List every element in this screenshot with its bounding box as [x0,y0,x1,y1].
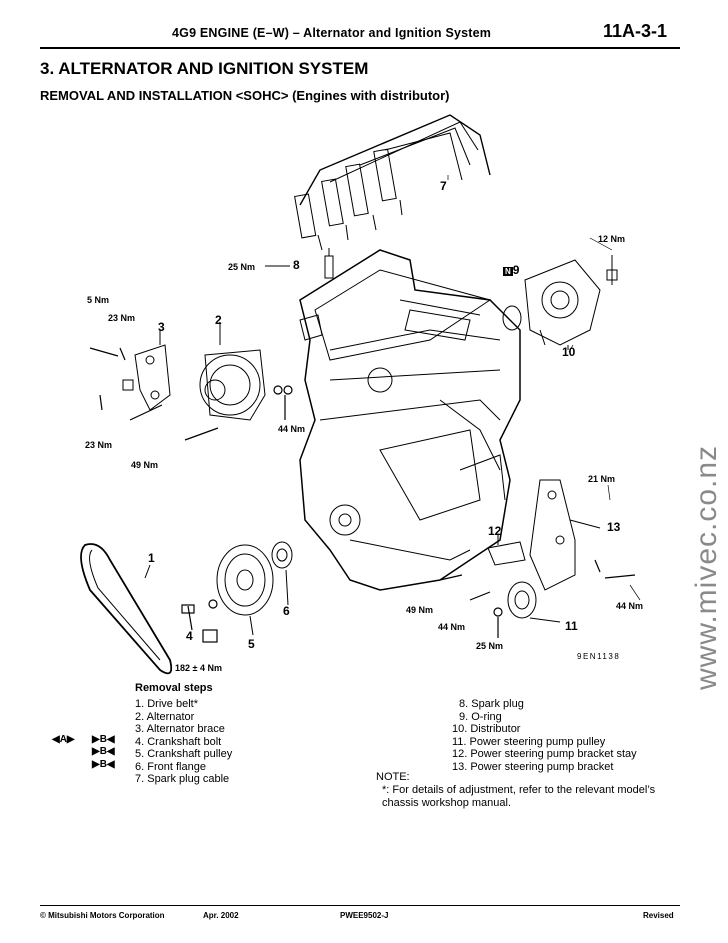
engine-block-drawing [299,249,521,591]
page-number: 11A-3-1 [603,21,668,41]
step-item: 6. Front flange [135,760,206,773]
subtitle: REMOVAL AND INSTALLATION <SOHC> (Engines… [40,88,450,103]
service-marker-b: ▶B◀ [92,759,115,770]
torque-label: 49 Nm [131,460,159,470]
alternator-drawing [199,322,266,421]
bolts-drawing [89,347,636,643]
removal-steps-right: 8. Spark plug 9. O-ring 10. Distributor … [452,698,637,773]
spark-plug-cable-drawing [294,114,491,251]
torque-label: 25 Nm [476,641,504,651]
step-item: 10. Distributor [452,723,521,735]
callout-number: 8 [293,258,300,272]
note-label: NOTE: [376,771,410,783]
section-title: 3. ALTERNATOR AND IGNITION SYSTEM [40,59,369,78]
torque-label: 25 Nm [228,262,256,272]
torque-label: 23 Nm [108,313,136,323]
callout-number: 5 [248,637,255,651]
spark-plug-drawing [265,248,334,279]
drive-belt-drawing [80,543,173,675]
torque-label: 21 Nm [588,474,616,484]
service-marker-b: ▶B◀ [92,734,115,745]
torque-label: 49 Nm [406,605,434,615]
callout-number: 1 [148,551,155,565]
ps-bracket-drawing [487,479,601,623]
callout-number: 13 [607,520,621,534]
torque-label: 44 Nm [278,424,306,434]
step-item: 2. Alternator [135,710,195,723]
step-item: 13. Power steering pump bracket [452,760,614,773]
callout-number: 10 [562,345,576,359]
torque-label: 44 Nm [616,601,644,611]
footer-doc-code: PWEE9502-J [340,911,389,920]
torque-label: 5 Nm [87,295,110,305]
step-item: 1. Drive belt* [135,698,198,710]
service-marker-a: ◀A▶ [52,734,75,745]
footer-status: Revised [643,911,674,920]
step-item: 9. O-ring [459,710,502,723]
service-marker-b: ▶B◀ [92,746,115,757]
callout-number: 4 [186,629,193,643]
callout-number: 12 [488,524,502,538]
header-title: 4G9 ENGINE (E–W) – Alternator and Igniti… [172,26,492,40]
torque-label: 12 Nm [598,234,626,244]
note-text: *: For details of adjustment, refer to t… [382,784,656,809]
leader-lines-drawing [447,175,641,601]
torque-label: 44 Nm [438,622,466,632]
alternator-brace-drawing [122,330,171,411]
callout-number: 7 [440,179,447,193]
removal-steps-left: 1. Drive belt* 2. Alternator 3. Alternat… [135,698,232,786]
crankshaft-pulley-drawing [216,541,293,636]
n-mark: N [503,267,513,276]
step-item: 8. Spark plug [459,698,524,710]
removal-steps-heading: Removal steps [135,682,213,694]
callout-number: 2 [215,313,222,327]
step-item: 4. Crankshaft bolt [135,735,222,748]
header-rule [40,47,680,49]
torque-label: 23 Nm [85,440,113,450]
footer-copyright: © Mitsubishi Motors Corporation [40,911,165,920]
step-item: 7. Spark plug cable [135,773,230,785]
watermark: www.mivec.co.nz [690,444,723,690]
torque-label: 182 ± 4 Nm [175,663,222,673]
step-item: 12. Power steering pump bracket stay [452,748,637,760]
callout-number: 6 [283,604,290,618]
distributor-drawing [502,255,618,350]
step-item: 11. Power steering pump pulley [452,735,606,748]
step-item: 5. Crankshaft pulley [135,748,233,760]
callout-number: 3 [158,320,165,334]
footer-rule [40,905,680,906]
figure-ref-code: 9EN1138 [577,652,621,661]
callout-number: 9 [512,263,520,277]
step-item: 3. Alternator brace [135,723,225,735]
footer-date: Apr. 2002 [203,911,239,920]
callout-number: 11 [565,619,578,633]
